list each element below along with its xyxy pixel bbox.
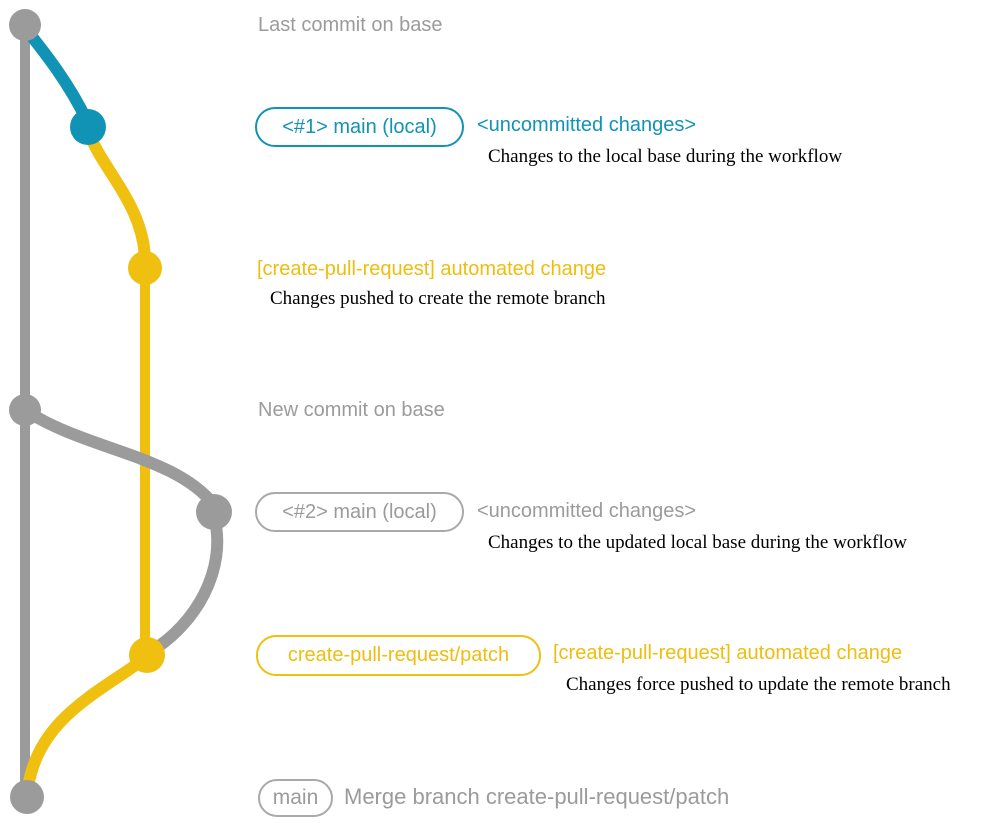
commit-dot-base-1 xyxy=(9,9,41,41)
commit-dot-merge xyxy=(10,780,44,814)
branch-tag-main-merged: main xyxy=(258,779,333,817)
commit-dot-base-2 xyxy=(9,394,41,426)
merge-commit-label: Merge branch create-pull-request/patch xyxy=(344,784,730,809)
commit-dot-local-1 xyxy=(70,109,106,145)
base-update-curve xyxy=(19,404,220,511)
push-branch-curve xyxy=(82,124,151,268)
branch-tag-main-local-2: <#2> main (local) xyxy=(255,492,464,532)
merge-curve xyxy=(22,651,153,794)
uncommitted-changes-label-2: <uncommitted changes> xyxy=(477,500,697,522)
new-commit-label: New commit on base xyxy=(258,399,445,421)
branch-tag-patch: create-pull-request/patch xyxy=(256,635,541,676)
automated-change-label-2: [create-pull-request] automated change xyxy=(553,642,903,664)
uncommitted-changes-label-1: <uncommitted changes> xyxy=(477,114,697,136)
commit-dot-patch-2 xyxy=(129,637,165,673)
force-push-curve xyxy=(144,510,224,658)
commit-dot-local-2 xyxy=(196,494,232,530)
description-text-3: Changes to the updated local base during… xyxy=(488,532,907,553)
description-text-2: Changes pushed to create the remote bran… xyxy=(270,288,606,309)
description-text-4: Changes force pushed to update the remot… xyxy=(566,674,951,695)
description-text-1: Changes to the local base during the wor… xyxy=(488,146,843,167)
branch-tag-main-local-1: <#1> main (local) xyxy=(255,107,464,147)
local-change-curve xyxy=(19,22,93,127)
automated-change-label-1: [create-pull-request] automated change xyxy=(257,258,607,280)
last-commit-label: Last commit on base xyxy=(258,14,443,36)
commit-dot-patch-1 xyxy=(128,251,162,285)
